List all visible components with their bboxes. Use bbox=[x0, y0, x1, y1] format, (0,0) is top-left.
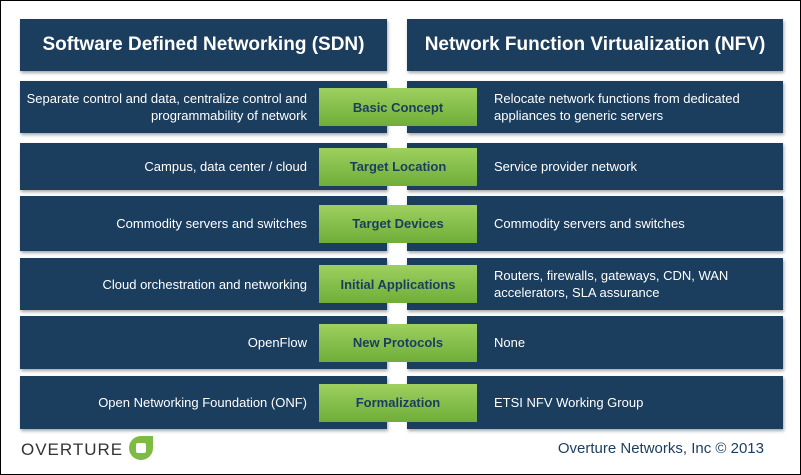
category-badge: Target Location bbox=[319, 147, 477, 186]
comparison-row: Campus, data center / cloud Target Locat… bbox=[1, 143, 801, 190]
category-badge: Formalization bbox=[319, 383, 477, 422]
sdn-cell: Open Networking Foundation (ONF) bbox=[98, 395, 307, 410]
comparison-row: OpenFlow New Protocols None bbox=[1, 316, 801, 369]
nfv-cell: Commodity servers and switches bbox=[494, 216, 685, 231]
category-badge: Initial Applications bbox=[319, 265, 477, 303]
logo-text: OVERTURE bbox=[21, 440, 124, 459]
nfv-cell: ETSI NFV Working Group bbox=[494, 395, 644, 410]
comparison-row: Open Networking Foundation (ONF) Formali… bbox=[1, 376, 801, 429]
comparison-row: Cloud orchestration and networking Initi… bbox=[1, 258, 801, 310]
nfv-header: Network Function Virtualization (NFV) bbox=[407, 19, 783, 71]
sdn-cell: OpenFlow bbox=[247, 335, 307, 350]
comparison-row: Commodity servers and switches Target De… bbox=[1, 196, 801, 251]
nfv-cell: None bbox=[494, 335, 526, 350]
nfv-cell: Relocate network functions from dedicate… bbox=[494, 91, 740, 123]
sdn-cell: Separate control and data, centralize co… bbox=[26, 91, 307, 123]
copyright-text: Overture Networks, Inc © 2013 bbox=[557, 440, 764, 457]
sdn-header: Software Defined Networking (SDN) bbox=[20, 19, 387, 71]
sdn-cell: Commodity servers and switches bbox=[116, 216, 307, 231]
category-badge: New Protocols bbox=[319, 323, 477, 362]
overture-logo: OVERTURE bbox=[21, 435, 154, 466]
nfv-cell: Routers, firewalls, gateways, CDN, WAN a… bbox=[494, 268, 729, 300]
category-badge: Basic Concept bbox=[319, 88, 477, 126]
category-badge: Target Devices bbox=[319, 204, 477, 243]
overture-logo-icon bbox=[128, 435, 154, 466]
sdn-cell: Campus, data center / cloud bbox=[144, 159, 307, 174]
sdn-cell: Cloud orchestration and networking bbox=[102, 276, 307, 292]
comparison-row: Separate control and data, centralize co… bbox=[1, 81, 801, 133]
nfv-cell: Service provider network bbox=[494, 159, 638, 174]
